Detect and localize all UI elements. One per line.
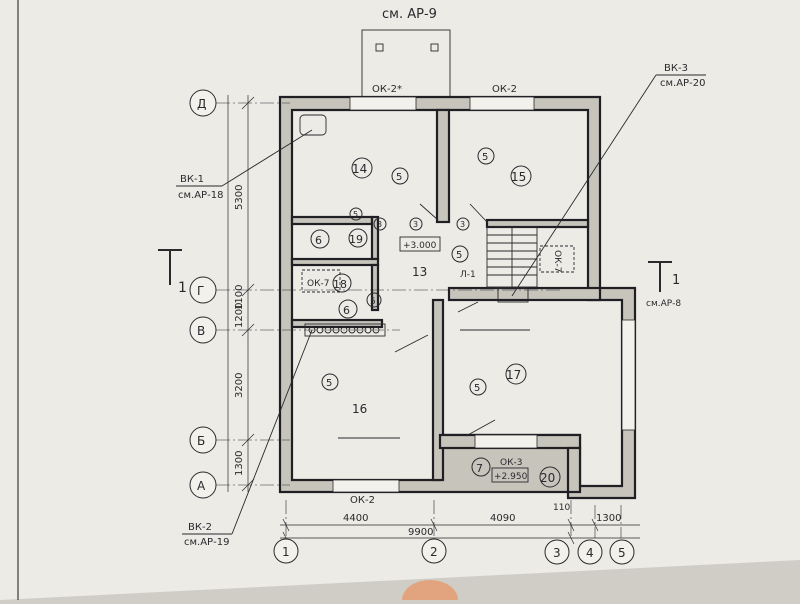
window-opening-right: [621, 319, 636, 431]
photo-finger: [402, 580, 458, 604]
stair-label: Л-1: [460, 270, 476, 280]
row-dim-3200: 3200: [234, 373, 245, 398]
section-mark-right: 1 см.АР-8: [646, 261, 681, 309]
row-axis-v: В: [197, 324, 205, 338]
col-axis-4: 4: [586, 546, 594, 560]
finish-code-5: 5: [326, 378, 332, 389]
row-dim-1300: 1300: [234, 451, 245, 476]
room-14: 14: [352, 162, 367, 176]
finish-code-8: 3: [413, 220, 418, 229]
finish-code-10: 3: [377, 220, 382, 229]
row-axis-a: А: [197, 479, 206, 493]
col-dim-9900: 9900: [408, 527, 433, 538]
callout-vk3-leader: [511, 74, 657, 297]
window-opening-top-left: [349, 96, 417, 111]
door-leaders: [338, 203, 530, 439]
room-7: 7: [476, 462, 483, 475]
porch-square-1: [375, 43, 384, 52]
section-mark-left-num: 1: [178, 280, 187, 296]
callout-vk3-ref: см.АР-20: [660, 78, 705, 89]
finish-code-3: 5: [456, 250, 462, 261]
section-mark-left: 1: [158, 249, 187, 296]
window-opening-bottom: [332, 479, 400, 493]
room-18: 18: [333, 278, 347, 291]
level-label-1: +3.000: [403, 241, 437, 251]
window-label-ok7-right: ОК-7: [552, 250, 562, 272]
interior-wall-vertical-lower: [431, 298, 445, 482]
top-reference-label: см. АР-9: [382, 7, 437, 22]
room-15: 15: [511, 170, 526, 184]
finish-code-4: 5: [370, 297, 376, 307]
sink-fixture-top: [299, 114, 327, 136]
callout-vk2-mark: ВК-2: [188, 522, 212, 533]
col-dim-1300: 1300: [596, 513, 621, 524]
window-label-ok2-bottom: ОК-2: [350, 495, 375, 506]
level-label-2: +2.950: [494, 472, 528, 482]
col-axis-lines: [285, 500, 622, 538]
window-opening-top-right: [469, 96, 535, 111]
finish-code-1: 5: [396, 172, 402, 183]
vertical-dim-ticks: [241, 96, 255, 492]
callout-vk3-mark: ВК-3: [664, 63, 688, 74]
room-6-a: 6: [315, 234, 322, 247]
finish-code-circles: 5 5 5 5 5 5 5 3 3 3: [321, 147, 495, 396]
col-axis-5: 5: [618, 546, 626, 560]
room-17: 17: [506, 368, 521, 382]
finish-code-9: 3: [460, 220, 465, 229]
callout-vk1-mark: ВК-1: [180, 174, 204, 185]
row-dim-1200: 1200: [234, 303, 245, 328]
section-mark-right-ref: см.АР-8: [646, 299, 681, 309]
section-mark-right-num: 1: [672, 273, 680, 288]
interior-wall-20-right: [566, 446, 582, 494]
col-axis-1: 1: [282, 545, 290, 559]
stair-treads: [487, 227, 537, 287]
window-label-ok7-left: ОК-7: [307, 279, 329, 289]
row-axis-b: Б: [197, 434, 205, 448]
sink-fixture-mid: [497, 287, 529, 303]
finish-code-6: 5: [474, 383, 480, 394]
col-axis-3: 3: [553, 546, 561, 560]
window-label-ok2-star: ОК-2*: [372, 84, 402, 95]
room-6-b: 6: [343, 304, 350, 317]
callout-vk1-leader: [221, 129, 313, 187]
row-dim-1100: 1100: [234, 285, 245, 310]
col-axis-2: 2: [430, 545, 438, 559]
ok7-box-right: [539, 245, 575, 273]
col-axis-bubbles: 1 2 3 4 5: [273, 538, 635, 565]
callout-vk2-leader: [231, 329, 313, 535]
window-label-ok3: ОК-3: [500, 458, 522, 468]
interior-wall-vertical-upper: [435, 108, 451, 224]
room-13: 13: [412, 265, 427, 279]
interior-wall-16-top: [290, 318, 384, 329]
room-19: 19: [349, 233, 363, 246]
finish-code-2: 5: [482, 152, 488, 163]
room-circles: 14 15 19 13 18 16 17 20 6 6 7: [310, 157, 561, 488]
window-label-ok2-top: ОК-2: [492, 84, 517, 95]
interior-wall-18-side: [370, 263, 380, 312]
col-dim-110: 110: [553, 503, 570, 513]
room-20: 20: [540, 471, 555, 485]
col-dim-4400: 4400: [343, 513, 368, 524]
row-axis-bubbles: Д Г В Б А: [189, 89, 217, 499]
callout-vk2-ref: см.АР-19: [184, 537, 229, 548]
level-box-2: [491, 467, 529, 483]
row-axis-g: Г: [197, 284, 204, 298]
interior-wall-15: [485, 218, 590, 229]
porch-square-2: [430, 43, 439, 52]
col-dim-4090: 4090: [490, 513, 515, 524]
callout-vk1-ref: см.АР-18: [178, 190, 223, 201]
finish-code-7: 5: [353, 210, 358, 219]
level-box-1: [399, 236, 441, 252]
interior-wall-18-top: [290, 257, 380, 267]
room-16: 16: [352, 402, 367, 416]
door-opening-20: [474, 434, 538, 449]
row-dim-5300: 5300: [234, 185, 245, 210]
row-axis-d: Д: [197, 97, 206, 111]
